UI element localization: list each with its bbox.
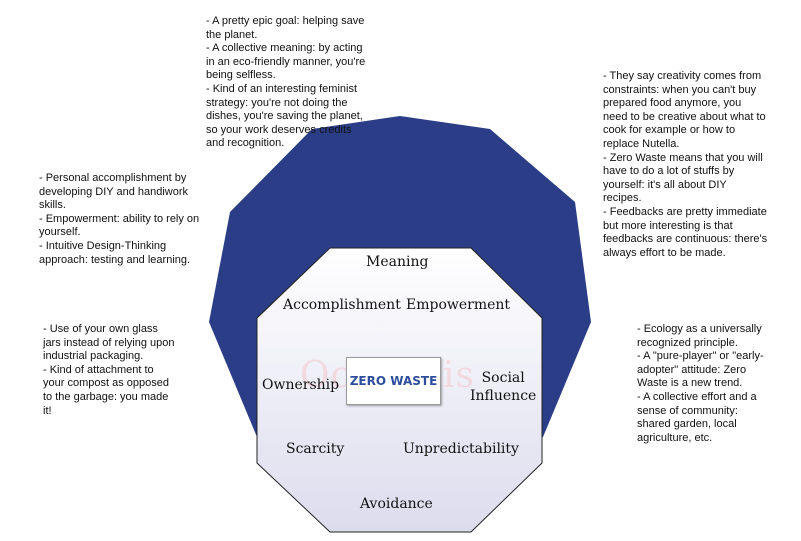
drive-accomplishment-label: Accomplishment (283, 297, 401, 313)
drive-avoidance-label: Avoidance (360, 496, 433, 512)
drive-scarcity-label: Scarcity (286, 441, 345, 457)
drive-social-influence-label: Social Influence (470, 370, 537, 404)
note-empowerment: - They say creativity comes from constra… (603, 70, 768, 259)
note-meaning: - A pretty epic goal: helping save the p… (206, 15, 366, 150)
note-social-influence: - Ecology as a universally recognized pr… (637, 323, 764, 444)
note-ownership: - Use of your own glass jars instead of … (43, 323, 175, 417)
drive-meaning-label: Meaning (366, 254, 429, 270)
drive-ownership-label: Ownership (262, 377, 340, 393)
drive-empowerment-label: Empowerment (406, 297, 511, 313)
center-label: ZERO WASTE (349, 374, 438, 388)
center-label-box: ZERO WASTE (346, 357, 441, 405)
note-accomplishment: - Personal accomplishment by developing … (39, 172, 200, 266)
drive-unpredictability-label: Unpredictability (403, 441, 519, 457)
